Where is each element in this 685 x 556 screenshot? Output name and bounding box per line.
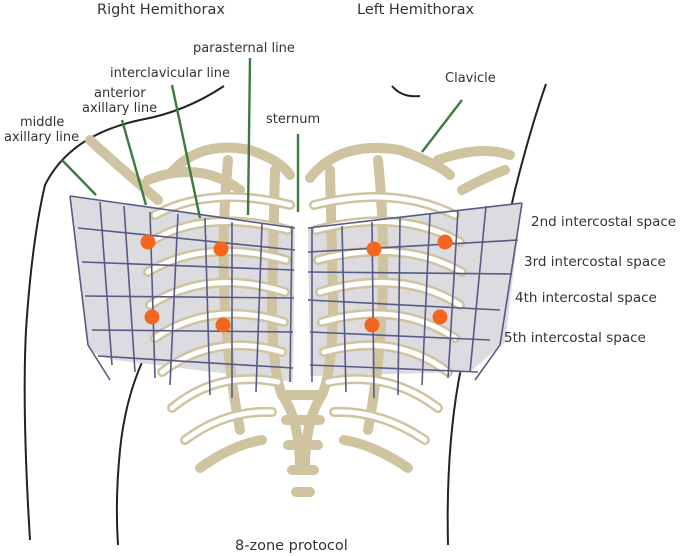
- anterior-axillary-line-label-1: anterior: [94, 86, 146, 101]
- pointer-clavicle: [421, 99, 463, 153]
- middle-axillary-line-label-2: axillary line: [4, 130, 79, 145]
- anterior-axillary-line-label-2: axillary line: [82, 101, 157, 116]
- label-pointers: [61, 57, 463, 219]
- zone-marker: [432, 309, 448, 325]
- zone-marker: [140, 234, 156, 250]
- middle-axillary-line-label-1: middle: [20, 115, 64, 130]
- pointer-parasternal: [246, 57, 252, 216]
- zone-marker: [144, 309, 160, 325]
- parasternal-line-label: parasternal line: [193, 41, 295, 56]
- clavicle-label: Clavicle: [445, 71, 496, 86]
- intercostal-space-label-2nd: 2nd intercostal space: [531, 214, 676, 230]
- zone-marker: [366, 241, 382, 257]
- right-hemithorax-heading: Right Hemithorax: [97, 2, 225, 18]
- zone-marker: [437, 234, 453, 250]
- lung-zones: [70, 196, 522, 382]
- pointer-anterior-axillary: [120, 119, 148, 206]
- pointer-interclavicular: [170, 84, 202, 219]
- zone-markers: [140, 234, 453, 333]
- zone-marker: [364, 317, 380, 333]
- intercostal-space-label-4th: 4th intercostal space: [515, 290, 657, 306]
- pointer-middle-axillary: [61, 159, 97, 196]
- sternum-label: sternum: [266, 112, 320, 127]
- zone-marker: [215, 317, 231, 333]
- zone-marker: [213, 241, 229, 257]
- left-hemithorax-heading: Left Hemithorax: [357, 2, 474, 18]
- interclavicular-line-label: interclavicular line: [110, 66, 230, 81]
- intercostal-space-label-5th: 5th intercostal space: [504, 330, 646, 346]
- intercostal-grid: [69, 195, 523, 399]
- diagram-caption: 8-zone protocol: [235, 538, 348, 554]
- intercostal-space-label-3rd: 3rd intercostal space: [524, 254, 666, 270]
